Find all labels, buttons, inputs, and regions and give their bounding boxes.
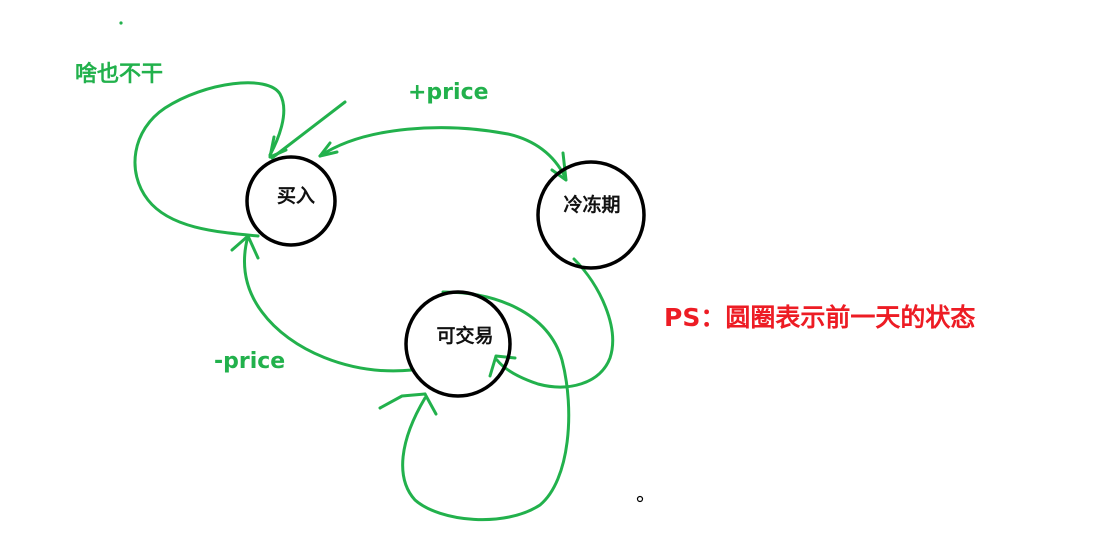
state-label-tradable: 可交易 <box>436 324 493 347</box>
arrowhead-self-loop-tradable-2 <box>423 392 438 416</box>
arc-cooldown-to-tradable <box>495 257 615 389</box>
stray-dot-bottom <box>636 495 644 503</box>
arrowhead-buy-end <box>318 141 339 158</box>
stray-dot-top <box>119 21 123 25</box>
transition-label-minus-price: -price <box>214 349 285 374</box>
transition-label-plus-price: +price <box>408 80 489 105</box>
arrowhead-cooldown <box>550 151 568 182</box>
arrow-into-buy-from-top <box>270 100 347 160</box>
arrowhead-tradable-from-cooldown <box>488 354 517 378</box>
arrowhead-self-loop-tradable <box>378 392 427 410</box>
legend-note: PS：圆圈表示前一天的状态 <box>664 303 975 332</box>
arc-buy-to-cooldown <box>318 126 567 179</box>
state-circle-buy <box>245 155 337 247</box>
arrowhead-buy-from-tradable <box>230 234 260 260</box>
self-loop-tradable <box>401 290 571 522</box>
state-circle-cooldown <box>536 160 646 270</box>
state-circle-tradable <box>404 290 512 398</box>
state-label-buy: 买入 <box>277 185 315 207</box>
arc-tradable-to-buy <box>243 234 414 373</box>
transition-label-do-nothing: 啥也不干 <box>75 61 163 87</box>
self-loop-buy <box>133 81 286 238</box>
state-label-cooldown: 冷冻期 <box>563 193 620 216</box>
